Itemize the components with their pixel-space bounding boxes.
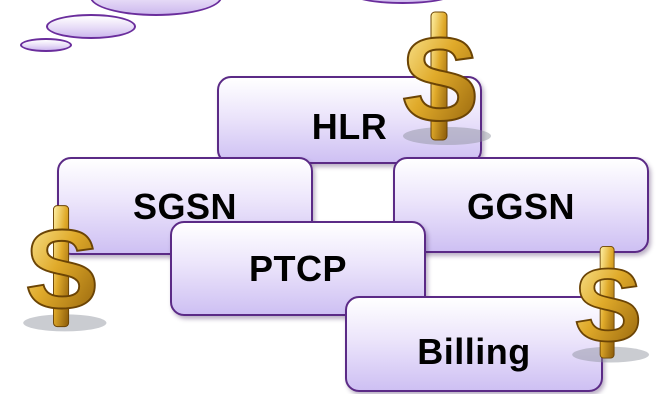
ggsn-node: GGSN (393, 157, 649, 253)
ggsn-label: GGSN (466, 186, 575, 227)
svg-text:S: S (401, 14, 480, 146)
sgsn-label: SGSN (132, 186, 238, 227)
cloud-bubble-large (90, 0, 222, 16)
ptcp-label: PTCP (248, 247, 347, 289)
dollar-sign-icon: S (400, 11, 491, 147)
hlr-label: HLR (311, 106, 388, 147)
cloud-bubble-small (20, 38, 72, 52)
cloud-bubble-right (350, 0, 455, 4)
dollar-sign-icon: S (572, 245, 650, 364)
cloud-bubble-medium (46, 14, 136, 39)
svg-text:S: S (574, 248, 643, 363)
billing-label: Billing (417, 331, 531, 372)
svg-text:S: S (25, 207, 99, 332)
dollar-sign-icon: S (23, 205, 107, 333)
billing-node: Billing (345, 296, 603, 392)
